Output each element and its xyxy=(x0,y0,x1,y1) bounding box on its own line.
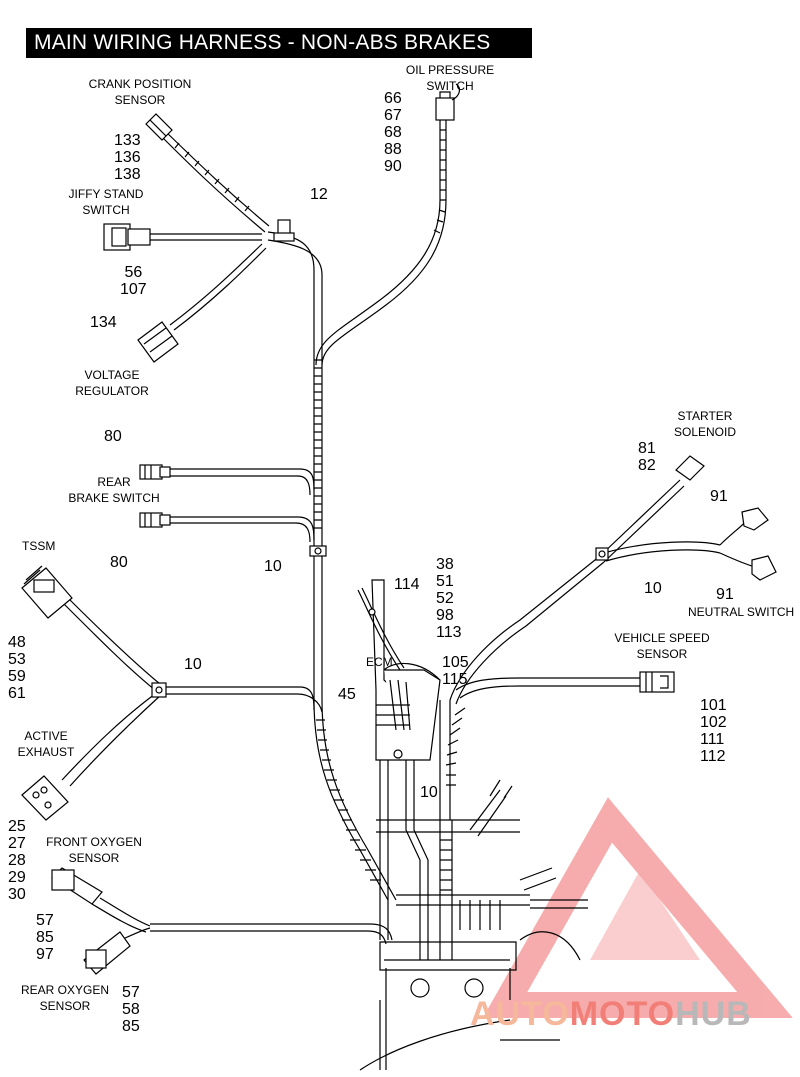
voltage-regulator-branch xyxy=(169,243,267,331)
front-oxygen-sensor-refs: 57 85 97 xyxy=(36,912,54,963)
main-trunk xyxy=(267,231,397,901)
crank-position-sensor-refs: 133 136 138 xyxy=(114,132,141,183)
watermark-logo-icon xyxy=(482,797,793,1018)
rear-brake-switch-label: REAR BRAKE SWITCH xyxy=(68,475,160,505)
clip-12-icon xyxy=(273,219,295,242)
rear-oxygen-sensor-label: REAR OXYGEN SENSOR xyxy=(20,983,110,1013)
starter-solenoid-refs: 81 82 xyxy=(638,440,656,474)
vehicle-speed-sensor-connector-icon xyxy=(639,671,675,693)
front-oxygen-sensor-connector-icon xyxy=(51,867,103,905)
active-exhaust-label: ACTIVE EXHAUST xyxy=(17,729,75,759)
ecm-clip-ref: 10 xyxy=(420,784,438,801)
frame-structure xyxy=(359,779,588,1071)
jiffy-stand-branch xyxy=(150,233,262,241)
rear-brake-switch-ref-top: 80 xyxy=(104,428,122,445)
clip-12-ref: 12 xyxy=(310,186,328,203)
neutral-switch-lower-connector-icon xyxy=(751,555,777,581)
oil-pressure-branch xyxy=(315,120,447,366)
rear-oxygen-sensor-refs: 57 58 85 xyxy=(122,984,140,1035)
ecm-strap-ref: 114 xyxy=(394,576,420,593)
vehicle-speed-sensor-refs: 101 102 111 112 xyxy=(700,697,727,765)
tssm-refs: 48 53 59 61 xyxy=(8,634,26,702)
oil-pressure-switch-connector-icon xyxy=(435,83,461,121)
jiffy-stand-switch-label: JIFFY STAND SWITCH xyxy=(68,187,144,217)
clip-10-trunk-icon xyxy=(309,545,327,557)
front-oxygen-sensor-label: FRONT OXYGEN SENSOR xyxy=(46,835,142,865)
starter-solenoid-connector-icon xyxy=(675,455,705,481)
clip-10-right-ref: 10 xyxy=(644,580,662,597)
ecm-module-icon xyxy=(371,579,441,761)
tssm-label: TSSM xyxy=(22,539,56,553)
rear-brake-branch-top xyxy=(170,468,315,496)
rear-oxygen-sensor-connector-icon xyxy=(83,931,131,975)
clip-10-trunk-ref: 10 xyxy=(264,558,282,575)
crank-position-sensor-label: CRANK POSITION SENSOR xyxy=(88,77,192,107)
tssm-module-icon xyxy=(21,565,73,619)
oil-pressure-switch-refs: 66 67 68 88 90 xyxy=(384,90,402,175)
vehicle-speed-sensor-label: VEHICLE SPEED SENSOR xyxy=(614,631,710,661)
starter-solenoid-label: STARTER SOLENOID xyxy=(673,409,736,439)
neutral-switch-upper-connector-icon xyxy=(741,507,769,531)
neutral-switch-ref-bottom: 91 xyxy=(716,586,734,603)
ecm-lower-harness xyxy=(376,700,520,960)
voltage-regulator-connector-icon xyxy=(137,321,179,363)
rear-brake-switch-connector-top-icon xyxy=(139,464,171,480)
diagram-title: MAIN WIRING HARNESS - NON-ABS BRAKES xyxy=(26,28,532,58)
jiffy-stand-switch-refs: 56 107 xyxy=(120,264,147,298)
jiffy-stand-connector-icon xyxy=(103,223,151,251)
neutral-switch-label: NEUTRAL SWITCH xyxy=(688,605,795,619)
neutral-switch-ref-top: 91 xyxy=(710,488,728,505)
rear-brake-switch-ref-bottom: 80 xyxy=(110,554,128,571)
oxygen-sensor-branch xyxy=(91,897,393,945)
active-exhaust-connector-icon xyxy=(21,775,69,821)
oil-pressure-switch-label: OIL PRESSURE SWITCH xyxy=(405,63,495,93)
tssm-branch xyxy=(59,595,323,787)
crank-sensor-branch xyxy=(159,129,270,233)
ecm-ref: 45 xyxy=(338,686,356,703)
voltage-regulator-ref: 134 xyxy=(90,314,117,331)
ecm-refs-b: 105 115 xyxy=(442,654,469,688)
ecm-refs-a: 38 51 52 98 113 xyxy=(436,556,462,641)
active-exhaust-refs: 25 27 28 29 30 xyxy=(8,818,26,903)
voltage-regulator-label: VOLTAGE REGULATOR xyxy=(75,368,149,398)
rear-brake-branch-bottom xyxy=(170,516,315,543)
crank-sensor-connector-icon xyxy=(145,113,173,141)
clip-10-tssm-ref: 10 xyxy=(184,656,202,673)
ecm-label: ECM xyxy=(366,655,393,669)
ecm-strap-114 xyxy=(357,587,405,671)
rear-brake-switch-connector-bottom-icon xyxy=(139,512,171,528)
watermark-text: AUTOMOTOHUB xyxy=(470,995,752,1033)
